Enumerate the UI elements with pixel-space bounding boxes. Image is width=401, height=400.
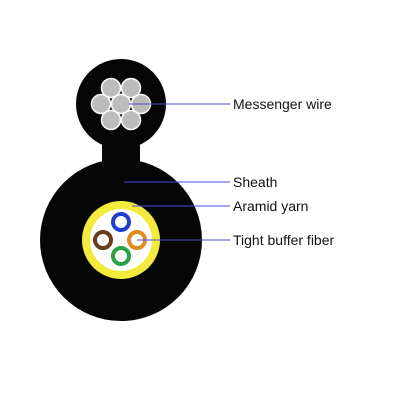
label-messenger-wire: Messenger wire <box>233 96 332 112</box>
label-sheath: Sheath <box>233 174 277 190</box>
fiber-green <box>111 246 131 266</box>
strand-bottom-left <box>100 109 122 131</box>
inner-core <box>90 209 152 271</box>
label-tight-buffer-fiber: Tight buffer fiber <box>233 232 335 248</box>
strand-top-right <box>120 77 142 99</box>
strand-top-left <box>100 77 122 99</box>
cable-core <box>82 201 160 279</box>
fiber-blue <box>111 212 131 232</box>
messenger-wire <box>90 77 152 131</box>
tight-buffer-fibers <box>93 212 147 266</box>
strand-bottom-right <box>120 109 142 131</box>
leader-lines <box>124 103 230 241</box>
label-aramid-yarn: Aramid yarn <box>233 198 308 214</box>
fiber-brown <box>93 230 113 250</box>
labels: Messenger wire Sheath Aramid yarn Tight … <box>233 96 335 248</box>
strand-left <box>90 93 112 115</box>
